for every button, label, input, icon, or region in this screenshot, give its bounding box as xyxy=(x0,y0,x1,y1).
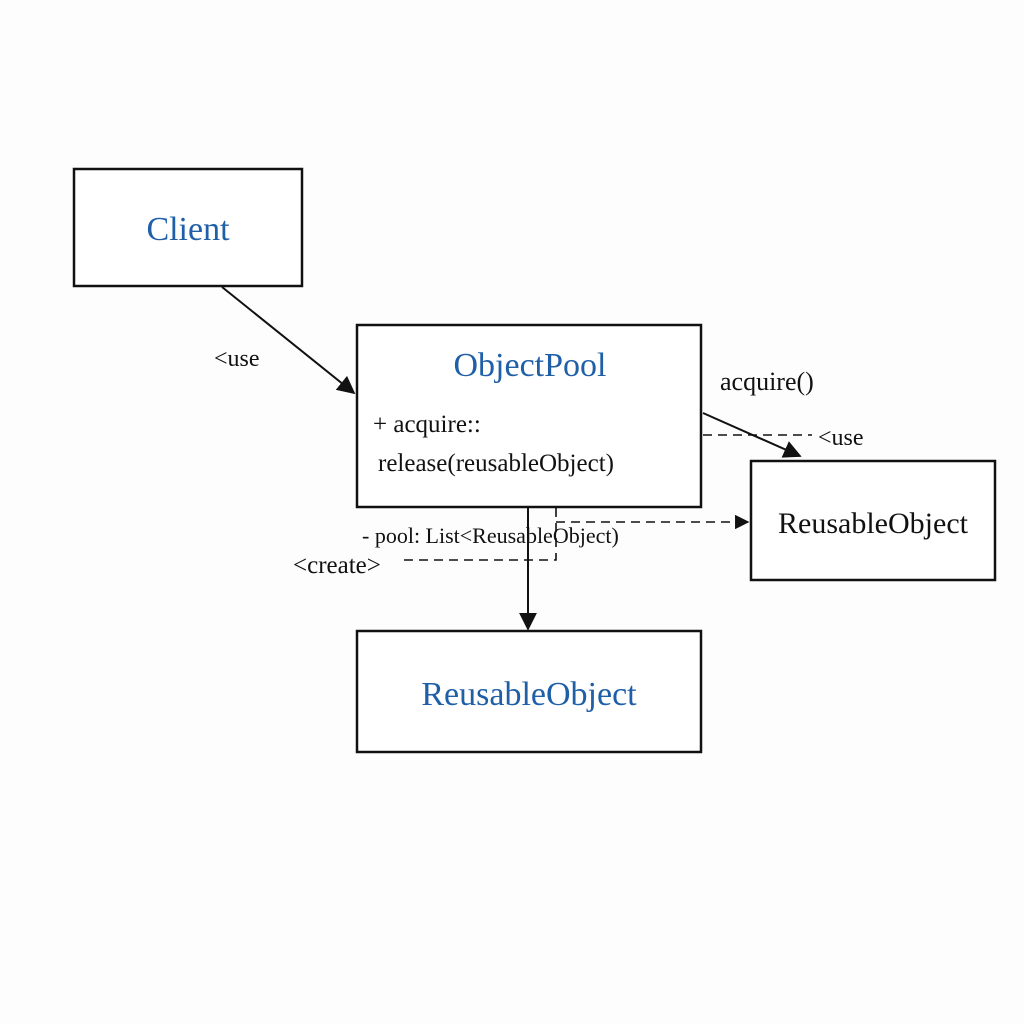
reusable-object-right-box[interactable]: ReusableObject xyxy=(749,459,997,582)
client-box-border xyxy=(72,167,304,288)
client-title: Client xyxy=(146,211,230,248)
reusable-object-bottom-box[interactable]: ReusableObject xyxy=(355,629,703,754)
object-pool-title: ObjectPool xyxy=(454,347,607,384)
pool-to-right-use-label: <use xyxy=(818,425,864,451)
object-pool-class-box[interactable]: ObjectPool + acquire:: release(reusableO… xyxy=(355,323,703,509)
object-pool-attribute-pool: - pool: List<ReusableObject) xyxy=(362,523,619,548)
object-pool-box-border xyxy=(355,323,703,509)
reusable-object-right-border xyxy=(749,459,997,582)
pool-to-right-acquire-label: acquire() xyxy=(720,367,814,396)
object-pool-operation-release: release(reusableObject) xyxy=(378,450,614,477)
client-to-pool-label: <use xyxy=(214,346,260,372)
object-pool-operation-acquire: + acquire:: xyxy=(373,411,481,438)
create-dashed-connector xyxy=(404,507,557,561)
client-class-box[interactable]: Client xyxy=(72,167,304,288)
reusable-object-bottom-title: ReusableObject xyxy=(421,676,637,713)
create-label: <create> xyxy=(293,552,381,579)
reusable-object-bottom-border xyxy=(355,629,703,754)
client-to-pool-arrow xyxy=(221,286,356,395)
reusable-object-right-title: ReusableObject xyxy=(778,507,969,540)
